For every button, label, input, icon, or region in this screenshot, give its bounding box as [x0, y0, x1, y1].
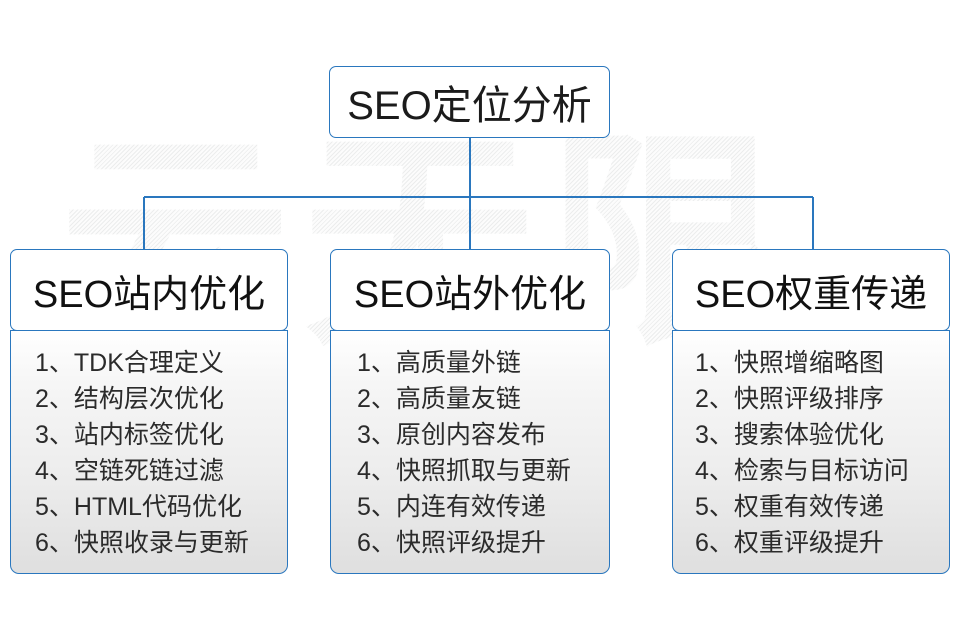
- list-item: 4、快照抓取与更新: [357, 457, 571, 485]
- list-item: 2、高质量友链: [357, 385, 521, 413]
- list-item: 4、空链死链过滤: [35, 457, 224, 485]
- branch-node-1: SEO站内优化 1、TDK合理定义 2、结构层次优化 3、站内标签优化 4、空链…: [10, 249, 288, 574]
- list-item: 2、结构层次优化: [35, 385, 224, 413]
- branch-1-header: SEO站内优化: [10, 249, 288, 331]
- branch-node-2: SEO站外优化 1、高质量外链 2、高质量友链 3、原创内容发布 4、快照抓取与…: [330, 249, 610, 574]
- root-node: SEO定位分析: [329, 66, 610, 138]
- branch-2-header: SEO站外优化: [330, 249, 610, 331]
- list-item: 5、权重有效传递: [695, 493, 884, 521]
- list-item: 6、快照评级提升: [357, 529, 546, 557]
- root-node-title: SEO定位分析: [329, 66, 610, 138]
- branch-node-3: SEO权重传递 1、快照增缩略图 2、快照评级排序 3、搜索体验优化 4、检索与…: [672, 249, 950, 574]
- list-item: 3、原创内容发布: [357, 421, 546, 449]
- list-item: 5、内连有效传递: [357, 493, 546, 521]
- list-item: 6、快照收录与更新: [35, 529, 249, 557]
- branch-2-list: 1、高质量外链 2、高质量友链 3、原创内容发布 4、快照抓取与更新 5、内连有…: [330, 330, 610, 574]
- branch-3-header: SEO权重传递: [672, 249, 950, 331]
- list-item: 1、高质量外链: [357, 349, 521, 377]
- list-item: 5、HTML代码优化: [35, 493, 242, 521]
- branch-3-list: 1、快照增缩略图 2、快照评级排序 3、搜索体验优化 4、检索与目标访问 5、权…: [672, 330, 950, 574]
- list-item: 1、快照增缩略图: [695, 349, 884, 377]
- list-item: 6、权重评级提升: [695, 529, 884, 557]
- branch-1-list: 1、TDK合理定义 2、结构层次优化 3、站内标签优化 4、空链死链过滤 5、H…: [10, 330, 288, 574]
- list-item: 3、搜索体验优化: [695, 421, 884, 449]
- list-item: 1、TDK合理定义: [35, 349, 224, 377]
- list-item: 3、站内标签优化: [35, 421, 224, 449]
- list-item: 2、快照评级排序: [695, 385, 884, 413]
- list-item: 4、检索与目标访问: [695, 457, 909, 485]
